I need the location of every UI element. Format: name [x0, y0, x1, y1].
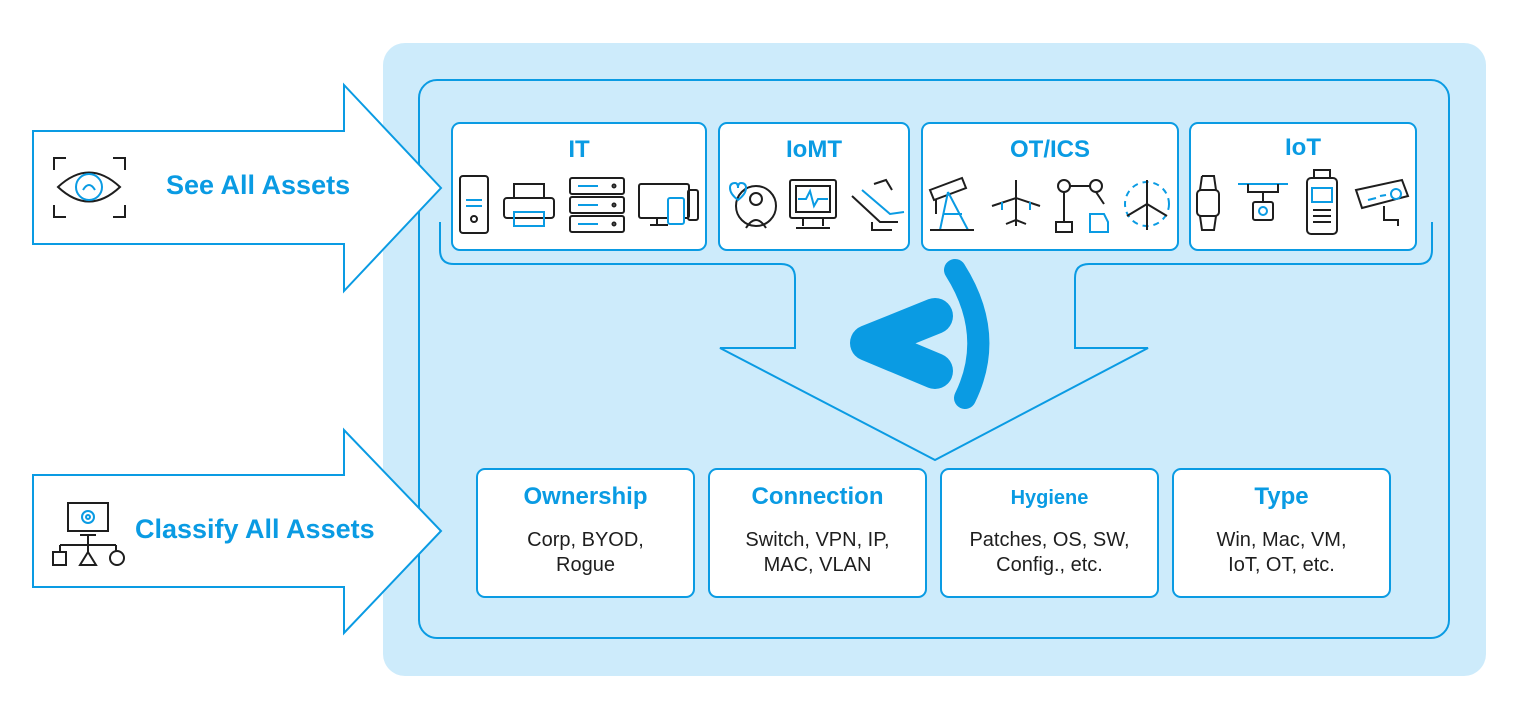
attribute-title-ownership: Ownership [523, 483, 648, 510]
attribute-desc-line: Config., etc. [996, 554, 1103, 576]
classify-all-assets-arrow [32, 427, 443, 636]
attribute-desc-ownership: Corp, BYOD, Rogue [477, 528, 694, 578]
attribute-title-type: Type [1254, 483, 1309, 510]
category-title-iomt: IoMT [786, 136, 842, 163]
wind-turbine-icon [1124, 180, 1170, 230]
drone-camera-icon [1238, 183, 1288, 221]
desktop-tower-icon [459, 175, 489, 234]
medical-chair-icon [851, 178, 905, 231]
payment-terminal-icon [1306, 169, 1338, 235]
category-box-otics [921, 122, 1179, 251]
attribute-desc-hygiene: Patches, OS, SW, Config., etc. [941, 528, 1158, 578]
airplane-icon [991, 180, 1041, 226]
brand-logo-icon [850, 259, 990, 409]
attribute-desc-line: Corp, BYOD, [527, 529, 644, 551]
classify-all-assets-label: Classify All Assets [135, 514, 375, 544]
category-title-otics: OT/ICS [1009, 136, 1090, 163]
category-title-it: IT [568, 136, 590, 163]
attribute-box-hygiene [940, 468, 1159, 598]
category-title-iot: IoT [1285, 134, 1321, 161]
see-all-assets-arrow [32, 82, 443, 294]
oil-pump-icon [928, 176, 974, 231]
attribute-desc-line: IoT, OT, etc. [1228, 554, 1335, 576]
attribute-desc-connection: Switch, VPN, IP, MAC, VLAN [709, 528, 926, 578]
attribute-desc-line: Win, Mac, VM, [1216, 529, 1347, 551]
server-rack-icon [569, 177, 625, 233]
attribute-desc-line: Switch, VPN, IP, [745, 529, 890, 551]
inner-frame [418, 79, 1450, 639]
eye-scan-icon [53, 157, 126, 218]
attribute-desc-line: Rogue [556, 554, 615, 576]
mri-scanner-icon [728, 181, 777, 229]
attribute-desc-line: MAC, VLAN [763, 554, 872, 576]
robot-arm-icon [1055, 179, 1109, 233]
attribute-title-hygiene: Hygiene [1010, 487, 1089, 509]
funnel-arrow [439, 222, 1433, 462]
smartwatch-icon [1196, 175, 1220, 231]
printer-icon [503, 183, 555, 227]
patient-monitor-icon [789, 179, 837, 229]
hierarchy-gear-icon [52, 502, 125, 566]
attribute-title-connection: Connection [751, 483, 884, 510]
attribute-box-type [1172, 468, 1391, 598]
monitor-tablet-icon [638, 183, 699, 226]
attribute-box-ownership [476, 468, 695, 598]
attribute-box-connection [708, 468, 927, 598]
category-box-iot [1189, 122, 1417, 251]
see-all-assets-label: See All Assets [166, 170, 351, 200]
attribute-desc-type: Win, Mac, VM, IoT, OT, etc. [1173, 528, 1390, 578]
attribute-desc-line: Patches, OS, SW, [969, 529, 1130, 551]
security-camera-icon [1354, 178, 1410, 226]
